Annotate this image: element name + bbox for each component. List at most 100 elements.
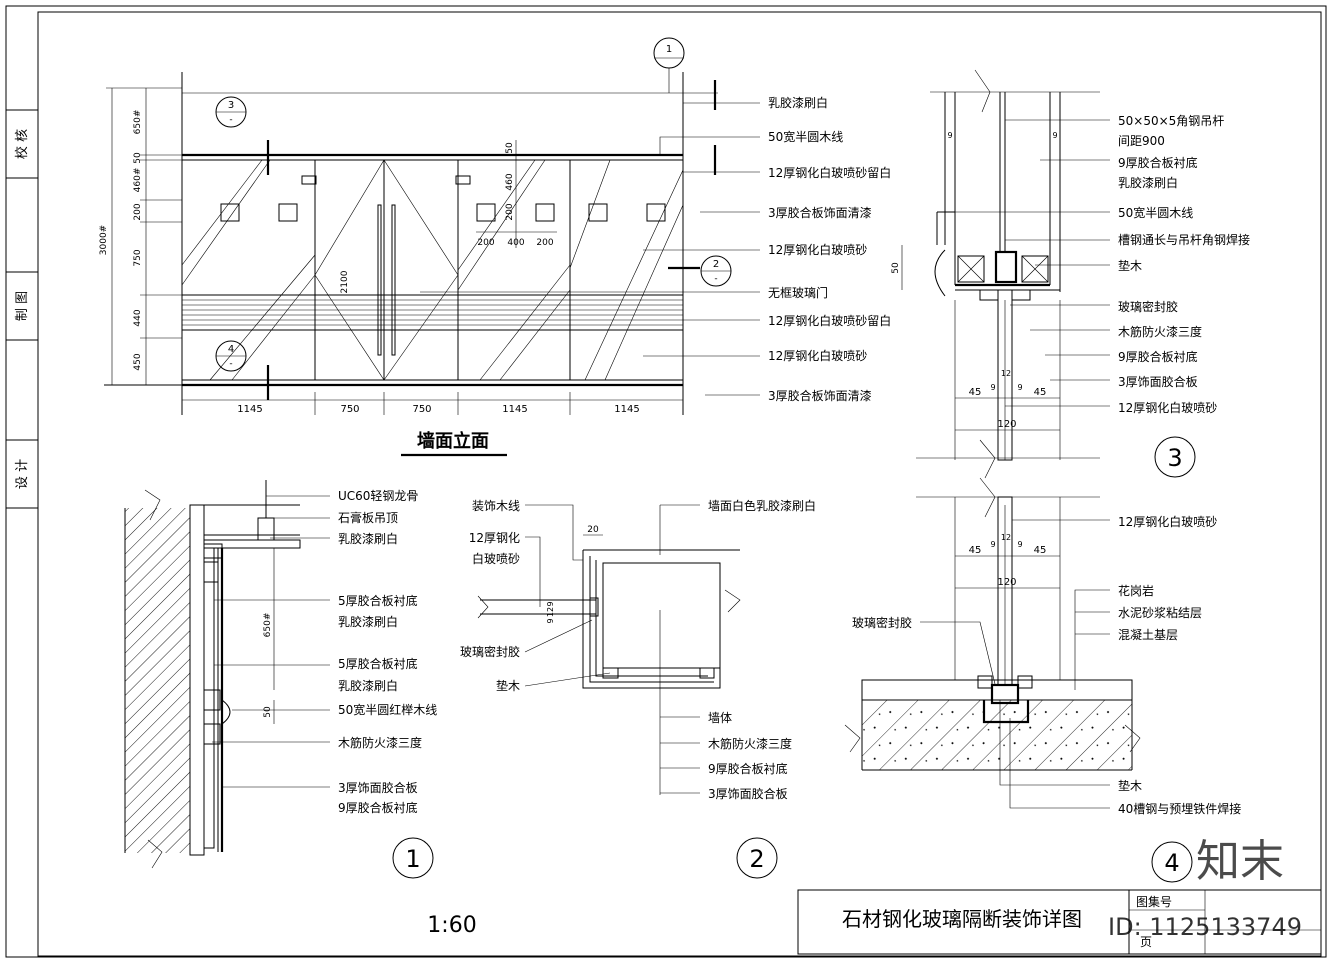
svg-text:50: 50 bbox=[263, 706, 273, 718]
svg-text:9: 9 bbox=[990, 383, 995, 392]
svg-text:乳胶漆刷白: 乳胶漆刷白 bbox=[1118, 175, 1178, 190]
elevation-leaders bbox=[420, 102, 760, 396]
svg-text:9: 9 bbox=[546, 618, 555, 623]
detail3-leaders bbox=[945, 119, 1110, 407]
detail-1: 650# 50 UC60轻钢龙骨 石膏板吊顶 乳胶漆刷白 5厚胶合板衬底 乳胶漆… bbox=[124, 480, 437, 879]
svg-text:400: 400 bbox=[507, 238, 524, 248]
svg-text:9厚胶合板衬底: 9厚胶合板衬底 bbox=[1118, 155, 1198, 170]
svg-text:50宽半圆红榉木线: 50宽半圆红榉木线 bbox=[338, 702, 437, 717]
svg-text:乳胶漆刷白: 乳胶漆刷白 bbox=[338, 678, 398, 693]
detail-number-4: 4 bbox=[1151, 841, 1193, 883]
title-block: 石材钢化玻璃隔断装饰详图 图集号 页 bbox=[797, 889, 1322, 955]
svg-text:120: 120 bbox=[997, 419, 1016, 430]
label-e7: 12厚钢化白玻喷砂 bbox=[768, 348, 867, 363]
svg-text:12: 12 bbox=[1001, 533, 1011, 542]
svg-text:5厚胶合板衬底: 5厚胶合板衬底 bbox=[338, 593, 418, 608]
svg-text:12: 12 bbox=[546, 607, 555, 617]
door-handle-right bbox=[391, 204, 396, 356]
svg-text:乳胶漆刷白: 乳胶漆刷白 bbox=[338, 531, 398, 546]
detail-3: 9 9 50 45 9 12 9 45 120 50×50×5角钢吊杆 间距90… bbox=[891, 69, 1250, 479]
svg-text:墙体: 墙体 bbox=[708, 711, 732, 725]
svg-text:9厚胶合板衬底: 9厚胶合板衬底 bbox=[338, 800, 418, 815]
detail-2: 20 9 12 9 装饰木线 12厚钢化 白玻喷砂 玻璃密封胶 垫木 墙面白色乳… bbox=[460, 498, 816, 879]
svg-text:200: 200 bbox=[505, 203, 515, 220]
watermark: 知末 ID: 1125133749 bbox=[1108, 836, 1302, 941]
svg-text:50: 50 bbox=[891, 262, 901, 274]
svg-text:3: 3 bbox=[1167, 444, 1182, 472]
svg-text:2: 2 bbox=[749, 845, 764, 873]
svg-text:9: 9 bbox=[1017, 540, 1022, 549]
elevation-labels: 乳胶漆刷白 50宽半圆木线 12厚钢化白玻喷砂留白 3厚胶合板饰面清漆 12厚钢… bbox=[768, 95, 891, 403]
elevation-left-dimensions: 3000# 650# 50 460# 200 750 440 450 bbox=[99, 87, 182, 385]
svg-text:垫木: 垫木 bbox=[1118, 778, 1142, 793]
svg-text:1: 1 bbox=[405, 845, 420, 873]
svg-text:装饰木线: 装饰木线 bbox=[472, 499, 520, 513]
svg-text:水泥砂浆粘结层: 水泥砂浆粘结层 bbox=[1118, 605, 1202, 620]
svg-text:4: 4 bbox=[1164, 849, 1179, 877]
svg-text:12厚钢化: 12厚钢化 bbox=[469, 531, 520, 545]
sheet-frame bbox=[5, 5, 1327, 958]
dim-left-6: 450 bbox=[133, 353, 143, 370]
svg-text:木筋防火漆三度: 木筋防火漆三度 bbox=[708, 736, 792, 751]
drawing-title: 石材钢化玻璃隔断装饰详图 bbox=[842, 907, 1082, 931]
detail2-leaders bbox=[524, 504, 700, 795]
svg-text:-: - bbox=[714, 274, 717, 284]
svg-text:3: 3 bbox=[228, 100, 234, 111]
svg-text:45: 45 bbox=[969, 387, 982, 398]
svg-text:45: 45 bbox=[969, 545, 982, 556]
detail-number-3: 3 bbox=[1154, 436, 1196, 478]
svg-text:-: - bbox=[229, 359, 232, 369]
sidebar: 校 核 制 图 设 计 bbox=[14, 129, 30, 489]
atlas-number-label: 图集号 bbox=[1136, 894, 1172, 909]
svg-text:12厚钢化白玻喷砂: 12厚钢化白玻喷砂 bbox=[1118, 400, 1217, 415]
svg-text:9: 9 bbox=[947, 131, 952, 140]
dim-left-3: 200 bbox=[133, 203, 143, 220]
label-e8: 3厚胶合板饰面清漆 bbox=[768, 388, 872, 403]
dim-bottom-2: 750 bbox=[412, 404, 431, 415]
detail1-labels: UC60轻钢龙骨 石膏板吊顶 乳胶漆刷白 5厚胶合板衬底 乳胶漆刷白 5厚胶合板… bbox=[338, 489, 437, 815]
svg-text:混凝土基层: 混凝土基层 bbox=[1118, 627, 1178, 642]
svg-text:玻璃密封胶: 玻璃密封胶 bbox=[460, 644, 520, 659]
detail3-labels: 50×50×5角钢吊杆 间距900 9厚胶合板衬底 乳胶漆刷白 50宽半圆木线 … bbox=[1118, 114, 1250, 415]
detail-number-1: 1 bbox=[392, 837, 434, 879]
svg-text:50宽半圆木线: 50宽半圆木线 bbox=[1118, 205, 1193, 220]
detail4-leaders bbox=[920, 519, 1110, 809]
svg-text:20: 20 bbox=[587, 525, 599, 535]
svg-text:石膏板吊顶: 石膏板吊顶 bbox=[338, 510, 398, 525]
svg-text:白玻喷砂: 白玻喷砂 bbox=[472, 551, 520, 566]
svg-text:木筋防火漆三度: 木筋防火漆三度 bbox=[338, 735, 422, 750]
drawing-scale: 1:60 bbox=[427, 913, 476, 938]
svg-text:3厚饰面胶合板: 3厚饰面胶合板 bbox=[338, 780, 418, 795]
label-e3: 3厚胶合板饰面清漆 bbox=[768, 205, 872, 220]
svg-text:50×50×5角钢吊杆: 50×50×5角钢吊杆 bbox=[1118, 114, 1224, 128]
section-marker-1: 1 bbox=[653, 37, 685, 93]
svg-text:9: 9 bbox=[546, 601, 555, 606]
svg-text:木筋防火漆三度: 木筋防火漆三度 bbox=[1118, 324, 1202, 339]
dim-bottom-0: 1145 bbox=[237, 404, 262, 415]
label-e0: 乳胶漆刷白 bbox=[768, 95, 828, 110]
watermark-id: ID: 1125133749 bbox=[1108, 913, 1302, 941]
elevation-title: 墙面立面 bbox=[417, 430, 489, 452]
dim-left-2: 460# bbox=[133, 168, 143, 193]
svg-text:12: 12 bbox=[1001, 369, 1011, 378]
svg-text:3厚饰面胶合板: 3厚饰面胶合板 bbox=[708, 786, 788, 801]
svg-text:2100: 2100 bbox=[340, 270, 350, 293]
svg-text:9: 9 bbox=[1017, 383, 1022, 392]
dim-left-0: 650# bbox=[133, 110, 143, 135]
svg-text:1: 1 bbox=[666, 44, 672, 55]
svg-text:2: 2 bbox=[713, 259, 719, 270]
dim-left-1: 50 bbox=[133, 152, 143, 164]
svg-text:间距900: 间距900 bbox=[1118, 134, 1165, 148]
svg-text:3厚饰面胶合板: 3厚饰面胶合板 bbox=[1118, 374, 1198, 389]
svg-text:50: 50 bbox=[505, 142, 515, 154]
svg-text:花岗岩: 花岗岩 bbox=[1118, 583, 1154, 598]
detail-4: 45 9 12 9 45 120 12厚钢化白玻喷砂 花岗岩 水泥砂浆粘结层 混… bbox=[844, 477, 1241, 883]
svg-text:玻璃密封胶: 玻璃密封胶 bbox=[852, 615, 912, 630]
svg-text:乳胶漆刷白: 乳胶漆刷白 bbox=[338, 614, 398, 629]
section-marker-4: 4 - bbox=[215, 340, 247, 372]
sidebar-item-draw: 制 图 bbox=[15, 291, 30, 321]
svg-text:4: 4 bbox=[228, 344, 234, 355]
label-e2: 12厚钢化白玻喷砂留白 bbox=[768, 165, 891, 180]
svg-text:玻璃密封胶: 玻璃密封胶 bbox=[1118, 299, 1178, 314]
